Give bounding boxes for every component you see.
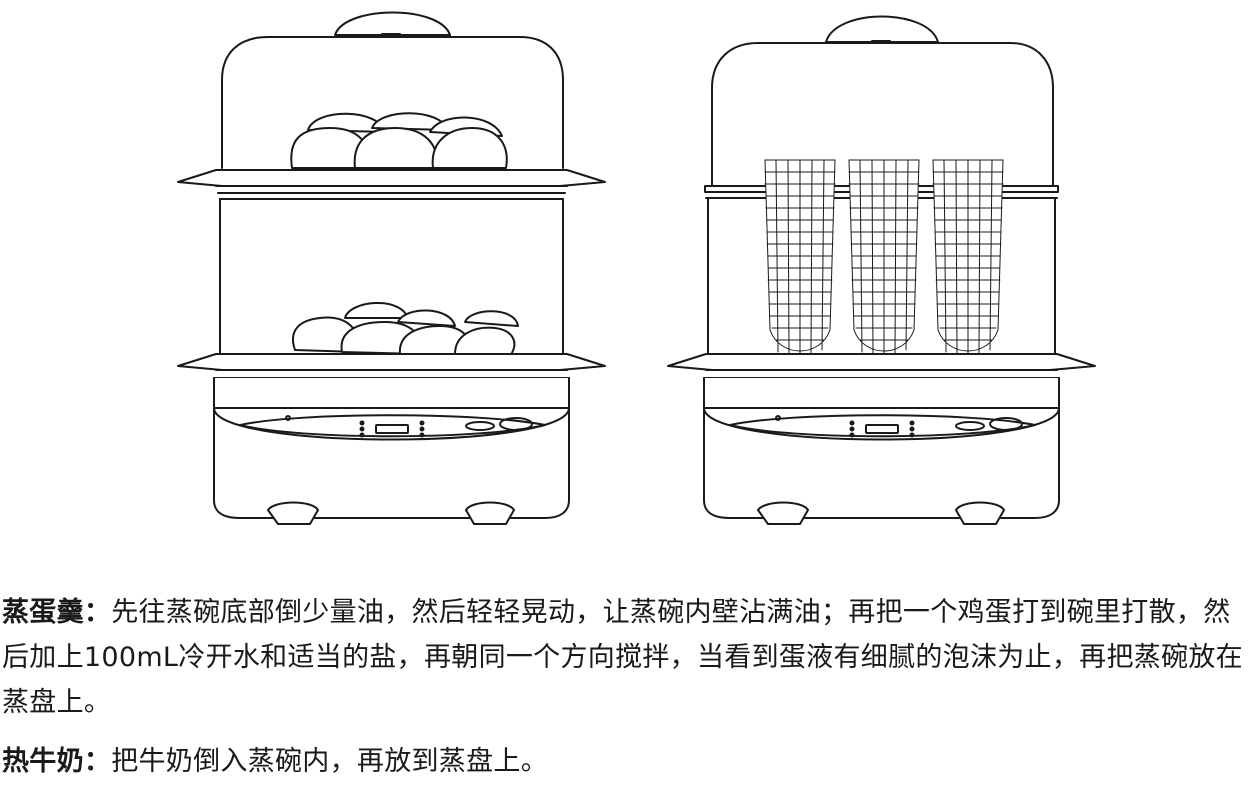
recipe-term: 蒸蛋羹： bbox=[2, 597, 112, 628]
corn-illustration bbox=[764, 159, 1004, 357]
recipe-hot-milk: 热牛奶：把牛奶倒入蒸碗内，再放到蒸盘上。 bbox=[2, 739, 1257, 784]
buns-illustration bbox=[290, 112, 508, 169]
dumplings-illustration bbox=[292, 302, 519, 357]
illustrations bbox=[177, 11, 1096, 525]
recipe-steamed-egg: 蒸蛋羹：先往蒸碗底部倒少量油，然后轻轻晃动，让蒸碗内壁沾满油；再把一个鸡蛋打到碗… bbox=[2, 590, 1257, 725]
steamer-right bbox=[667, 15, 1096, 525]
instructions-text: 蒸蛋羹：先往蒸碗底部倒少量油，然后轻轻晃动，让蒸碗内壁沾满油；再把一个鸡蛋打到碗… bbox=[2, 590, 1257, 784]
recipe-body: 把牛奶倒入蒸碗内，再放到蒸盘上。 bbox=[111, 746, 549, 777]
recipe-term: 热牛奶： bbox=[2, 746, 112, 777]
recipe-body: 先往蒸碗底部倒少量油，然后轻轻晃动，让蒸碗内壁沾满油；再把一个鸡蛋打到碗里打散，… bbox=[2, 597, 1243, 718]
steamer-left bbox=[177, 11, 606, 525]
